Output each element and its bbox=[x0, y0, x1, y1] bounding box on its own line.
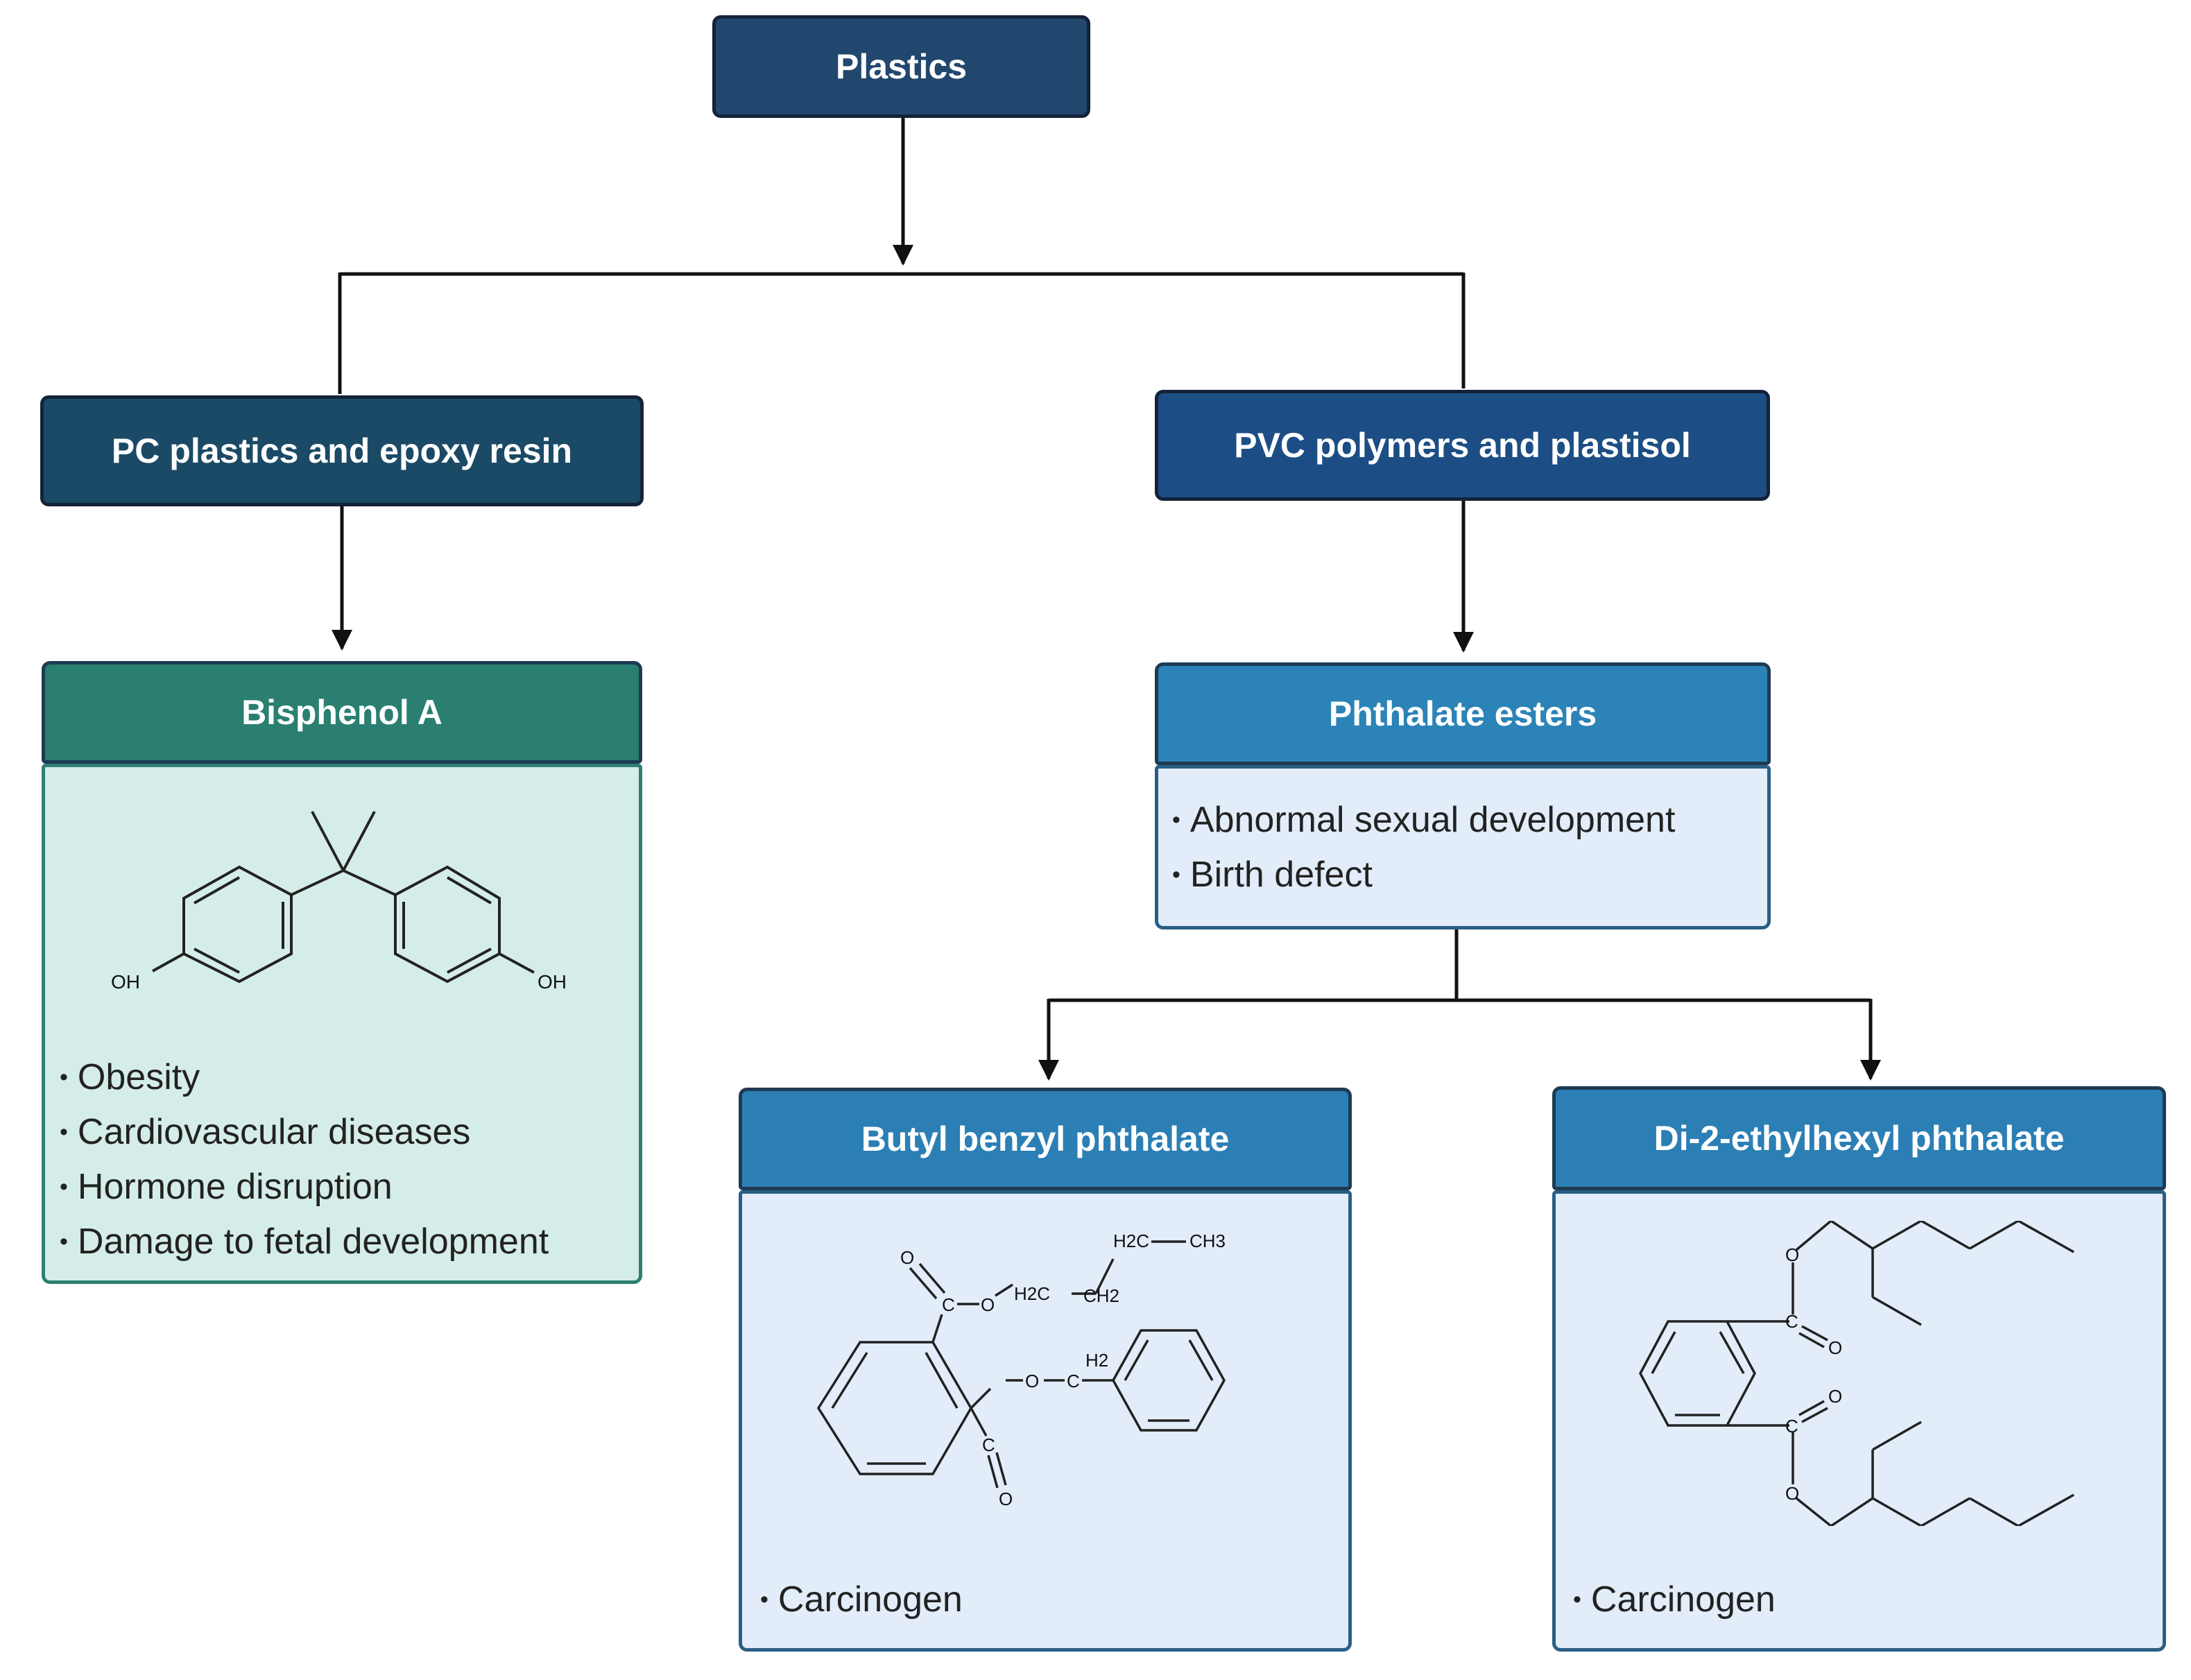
bpa-effects-list: Obesity Cardiovascular diseases Hormone … bbox=[60, 1052, 549, 1271]
dehp-title: Di-2-ethylhexyl phthalate bbox=[1653, 1119, 2065, 1158]
pvc-polymers-label: PVC polymers and plastisol bbox=[1234, 426, 1691, 465]
phthalates-title: Phthalate esters bbox=[1328, 694, 1597, 733]
pc-plastics-node: PC plastics and epoxy resin bbox=[40, 395, 644, 506]
dehp-label-o-bottom: O bbox=[1785, 1483, 1799, 1504]
bbp-structure-image: H2C CH3 H2C CH2 O O C H2 C O C O bbox=[816, 1231, 1226, 1509]
bbp-label-h2: H2 bbox=[1085, 1350, 1108, 1371]
dehp-label-o-top: O bbox=[1785, 1244, 1799, 1265]
bbp-label-c-top: C bbox=[942, 1294, 955, 1315]
bbp-effects-list: Carcinogen bbox=[760, 1575, 963, 1629]
plastics-node: Plastics bbox=[712, 15, 1090, 118]
dehp-label-o-carbonyl-bottom: O bbox=[1828, 1386, 1842, 1407]
dehp-effects-list: Carcinogen bbox=[1573, 1575, 1776, 1629]
list-item: Carcinogen bbox=[760, 1575, 963, 1629]
dehp-label-c-top: C bbox=[1785, 1311, 1798, 1332]
bbp-label-o-ester-bottom: O bbox=[1025, 1371, 1039, 1391]
phthalates-effects-list: Abnormal sexual development Birth defect bbox=[1172, 795, 1676, 905]
dehp-structure-image: O C O O C O bbox=[1639, 1221, 2074, 1526]
bbp-label-o-carbonyl-top: O bbox=[900, 1247, 914, 1268]
bpa-title: Bisphenol A bbox=[241, 693, 443, 732]
bbp-label-h2c: H2C bbox=[1014, 1283, 1050, 1304]
bbp-label-ch2: CH2 bbox=[1083, 1285, 1119, 1306]
dehp-header: Di-2-ethylhexyl phthalate bbox=[1552, 1086, 2166, 1190]
bpa-structure-image: OH OH bbox=[111, 811, 567, 993]
dehp-label-c-bottom: C bbox=[1785, 1416, 1798, 1437]
dehp-label-o-carbonyl-top: O bbox=[1828, 1337, 1842, 1358]
bbp-title: Butyl benzyl phthalate bbox=[861, 1120, 1230, 1158]
phthalates-header: Phthalate esters bbox=[1155, 662, 1771, 765]
bbp-label-c-benzyl: C bbox=[1067, 1371, 1080, 1391]
bpa-oh-left: OH bbox=[111, 971, 140, 993]
bbp-header: Butyl benzyl phthalate bbox=[739, 1088, 1352, 1190]
pvc-polymers-node: PVC polymers and plastisol bbox=[1155, 390, 1770, 501]
bbp-label-c-bottom: C bbox=[982, 1434, 995, 1455]
list-item: Abnormal sexual development bbox=[1172, 795, 1676, 850]
bpa-oh-right: OH bbox=[538, 971, 567, 993]
list-item: Carcinogen bbox=[1573, 1575, 1776, 1629]
list-item: Birth defect bbox=[1172, 850, 1675, 905]
list-item: Damage to fetal development bbox=[60, 1217, 549, 1271]
bbp-label-ch3: CH3 bbox=[1189, 1231, 1226, 1251]
list-item: Obesity bbox=[60, 1052, 549, 1107]
bbp-label-h2c-top: H2C bbox=[1113, 1231, 1149, 1251]
bbp-label-o-carbonyl-bottom: O bbox=[999, 1489, 1013, 1509]
list-item: Cardiovascular diseases bbox=[60, 1107, 549, 1162]
pc-plastics-label: PC plastics and epoxy resin bbox=[111, 431, 573, 470]
list-item: Hormone disruption bbox=[60, 1162, 549, 1217]
bbp-label-o-ester-top: O bbox=[981, 1294, 995, 1315]
bpa-header: Bisphenol A bbox=[42, 661, 642, 764]
plastics-label: Plastics bbox=[835, 47, 967, 86]
